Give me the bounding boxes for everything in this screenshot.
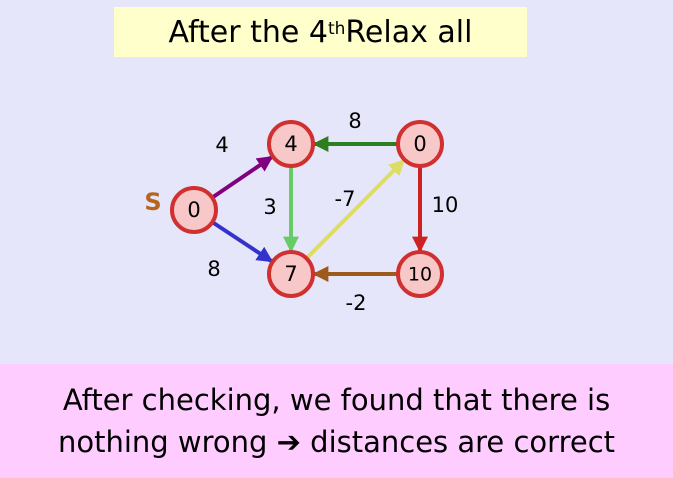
edge-weight-label: -2 <box>346 291 367 315</box>
node-circle <box>267 120 315 168</box>
edge-weight-label: 3 <box>263 195 276 219</box>
title-prefix: After the 4 <box>168 14 328 50</box>
node-n2: 0 <box>396 120 444 168</box>
conclusion-box: After checking, we found that there is n… <box>0 364 673 478</box>
edges-layer <box>211 136 428 282</box>
edge-n0-n3 <box>211 220 274 264</box>
node-label: 10 <box>408 264 432 286</box>
edge-weight-label: 4 <box>215 133 228 157</box>
nodes-layer: 0 4 0 7 10 <box>170 120 444 298</box>
edge-weight-label: 8 <box>348 109 361 133</box>
node-circle <box>396 250 444 298</box>
source-label: S <box>144 188 161 216</box>
node-n0: 0 <box>170 186 218 234</box>
title-suffix: Relax all <box>345 14 473 50</box>
node-label: 0 <box>413 132 426 156</box>
node-label: 7 <box>284 262 297 286</box>
node-label: 0 <box>187 198 200 222</box>
edge-weight-label: -7 <box>335 187 356 211</box>
edge-n0-n1 <box>211 155 274 200</box>
edge-n3-n2 <box>305 158 406 260</box>
node-n1: 4 <box>267 120 315 168</box>
node-label: 4 <box>284 132 297 156</box>
edge-weight-label: 10 <box>432 193 459 217</box>
conclusion-line-1: After checking, we found that there is <box>62 383 611 417</box>
edge-weight-label: 8 <box>207 257 220 281</box>
node-circle <box>396 120 444 168</box>
labels-layer: 4 8 3 8 -7 10 -2 <box>207 109 458 315</box>
graph-diagram: 0 4 0 7 10 4 8 3 8 -7 10 -2 S <box>144 109 458 315</box>
node-n4: 10 <box>396 250 444 298</box>
title-superscript: th <box>327 19 346 39</box>
node-circle <box>170 186 218 234</box>
node-n3: 7 <box>267 250 315 298</box>
conclusion-line-2: nothing wrong ➔ distances are correct <box>57 425 616 459</box>
node-circle <box>267 250 315 298</box>
